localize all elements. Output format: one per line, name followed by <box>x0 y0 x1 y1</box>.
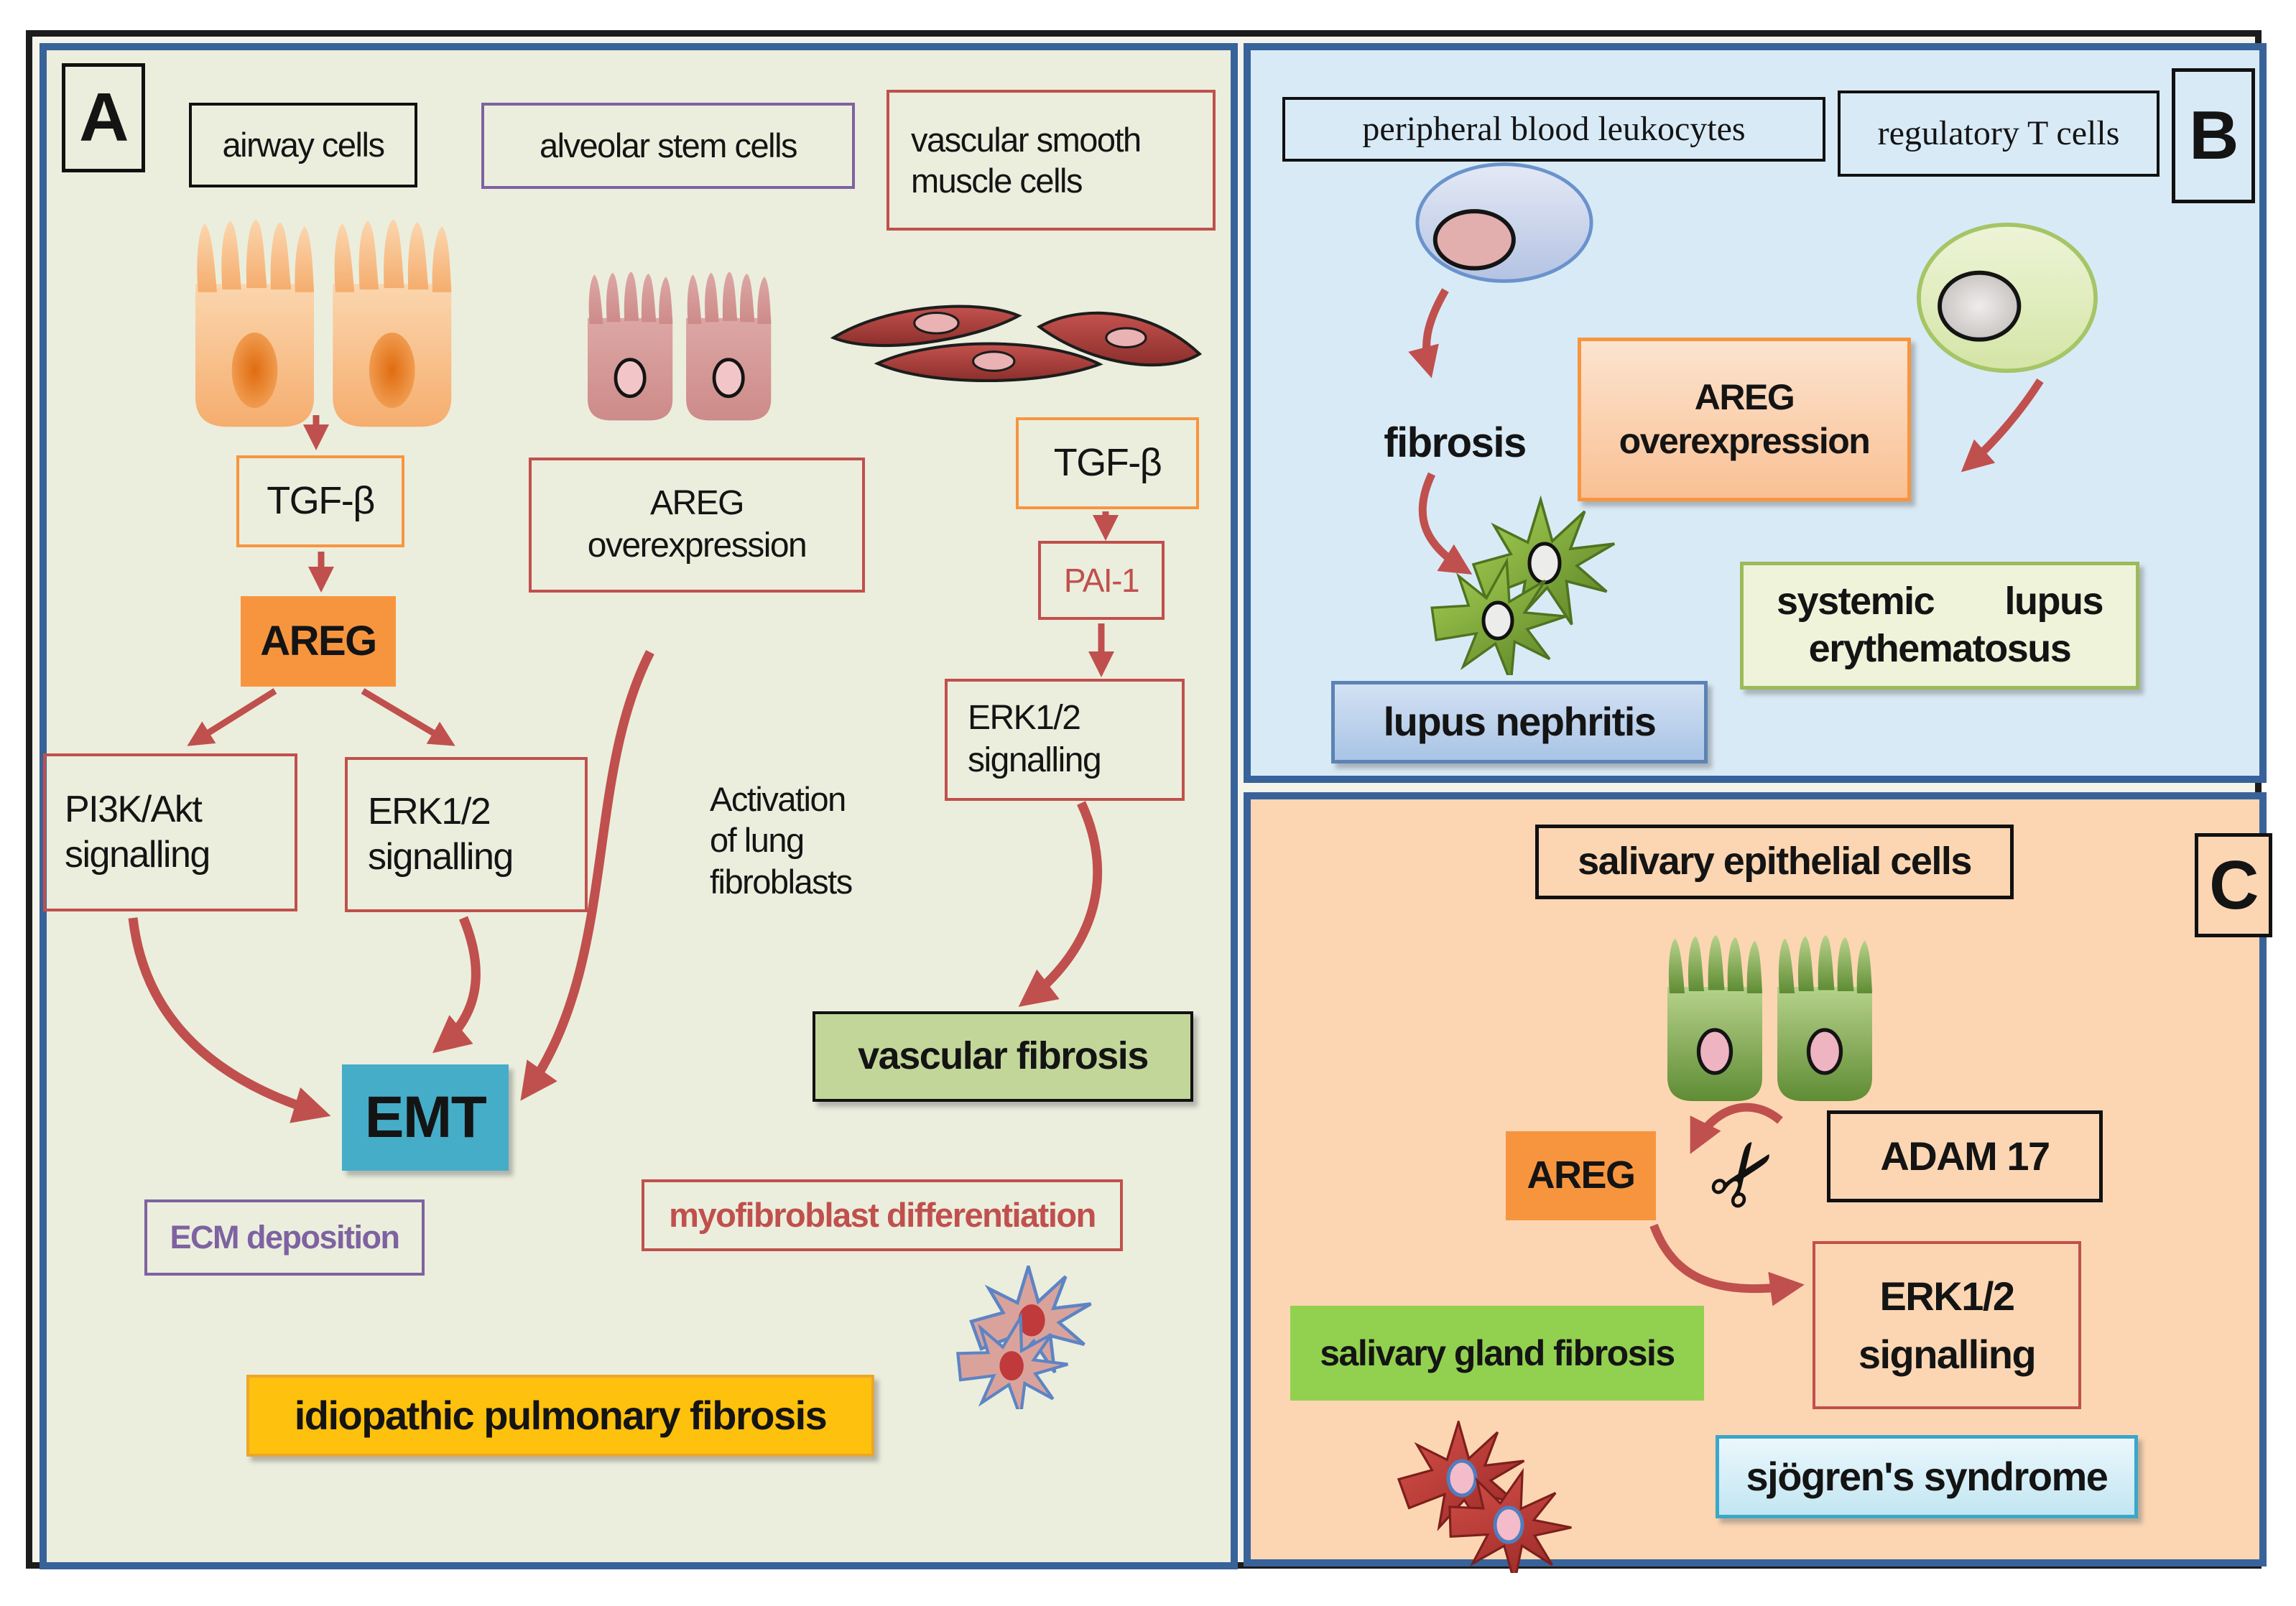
lung-fibroblasts-icon <box>898 1266 1185 1409</box>
erk12-signalling-right-box: ERK1/2 signalling <box>945 679 1185 801</box>
salivary-fibroblasts-icon <box>1397 1421 1585 1573</box>
salivary-epithelial-cells-box: salivary epithelial cells <box>1535 825 2014 899</box>
tgf-beta-left-box: TGF-β <box>236 455 404 547</box>
areg-overexpression-box-b: AREG overexpression <box>1578 338 1911 501</box>
airway-cells-icon <box>195 219 452 427</box>
peripheral-blood-leukocytes-box: peripheral blood leukocytes <box>1282 97 1825 162</box>
pai1-box: PAI-1 <box>1038 541 1165 620</box>
sjogrens-syndrome-box: sjögren's syndrome <box>1716 1435 2138 1518</box>
ecm-deposition-box: ECM deposition <box>144 1199 425 1276</box>
emt-box: EMT <box>342 1064 509 1171</box>
erk12-signalling-box-c: ERK1/2 signalling <box>1813 1241 2081 1409</box>
areg-box-c: AREG <box>1506 1131 1656 1220</box>
vascular-fibrosis-box: vascular fibrosis <box>813 1011 1193 1102</box>
regulatory-t-cell-icon <box>1917 222 2098 373</box>
airway-cells-box: airway cells <box>189 103 417 187</box>
idiopathic-pulmonary-fibrosis-box: idiopathic pulmonary fibrosis <box>246 1375 874 1457</box>
activation-lung-fibroblasts-label: Activation of lung fibroblasts <box>710 780 853 901</box>
leukocyte-icon <box>1415 162 1593 283</box>
tgf-beta-right-box: TGF-β <box>1016 417 1199 509</box>
pi3k-akt-signalling-box: PI3K/Akt signalling <box>43 753 297 911</box>
lupus-nephritis-box: lupus nephritis <box>1331 681 1708 763</box>
salivary-gland-fibrosis-box: salivary gland fibrosis <box>1290 1306 1704 1401</box>
kidney-fibroblasts-icon <box>1419 498 1616 675</box>
systemic-lupus-erythematosus-box: systemic lupus erythematosus <box>1740 562 2139 690</box>
adam17-box: ADAM 17 <box>1827 1110 2103 1202</box>
salivary-epithelial-cells-icon <box>1667 935 1872 1101</box>
panel-b-label: B <box>2172 68 2255 203</box>
areg-overexpression-box-a: AREG overexpression <box>529 458 865 593</box>
panel-c-label: C <box>2195 833 2272 937</box>
fibrosis-label: fibrosis <box>1384 419 1527 466</box>
alveolar-stem-cells-box: alveolar stem cells <box>481 103 855 189</box>
myofibroblast-differentiation-box: myofibroblast differentiation <box>642 1179 1123 1251</box>
vascular-smooth-muscle-icon <box>830 305 1203 383</box>
areg-box-a: AREG <box>241 596 396 687</box>
regulatory-t-cells-box: regulatory T cells <box>1838 90 2160 177</box>
erk12-signalling-left-box: ERK1/2 signalling <box>345 757 588 912</box>
panel-a-label: A <box>62 63 145 172</box>
vascular-smooth-muscle-box: vascular smooth muscle cells <box>887 90 1216 231</box>
alveolar-stem-cells-icon <box>588 271 772 421</box>
